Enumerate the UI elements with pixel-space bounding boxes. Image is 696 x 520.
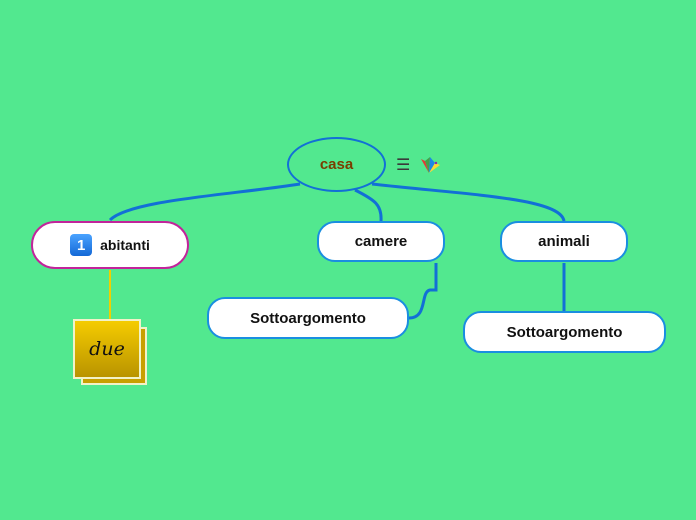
subtopic-animali[interactable]: Sottoargomento (463, 311, 666, 353)
number-one-icon: 1 (70, 234, 93, 256)
sticky-note-due[interactable]: due (73, 319, 141, 379)
central-topic-label: casa (319, 156, 354, 173)
subtopic-label: Sottoargomento (250, 309, 366, 327)
topic-label: animali (538, 233, 590, 250)
connector-camere-subtopic (408, 263, 438, 320)
topic-animali[interactable]: animali (500, 221, 628, 262)
topic-label: camere (354, 233, 408, 250)
subtopic-camere[interactable]: Sottoargomento (207, 297, 409, 339)
connector-casa-camere (354, 188, 383, 222)
connector-casa-abitanti (108, 182, 301, 222)
hamburger-menu-icon[interactable]: ☰ (396, 155, 411, 174)
bird-icon[interactable] (419, 155, 441, 175)
connector-casa-animali (371, 182, 566, 222)
note-label: due (89, 338, 125, 360)
central-topic-casa[interactable]: casa (287, 137, 386, 192)
topic-camere[interactable]: camere (317, 221, 445, 262)
subtopic-label: Sottoargomento (506, 323, 623, 341)
topic-label: abitanti (100, 237, 150, 253)
topic-abitanti[interactable]: 1 abitanti (31, 221, 189, 269)
